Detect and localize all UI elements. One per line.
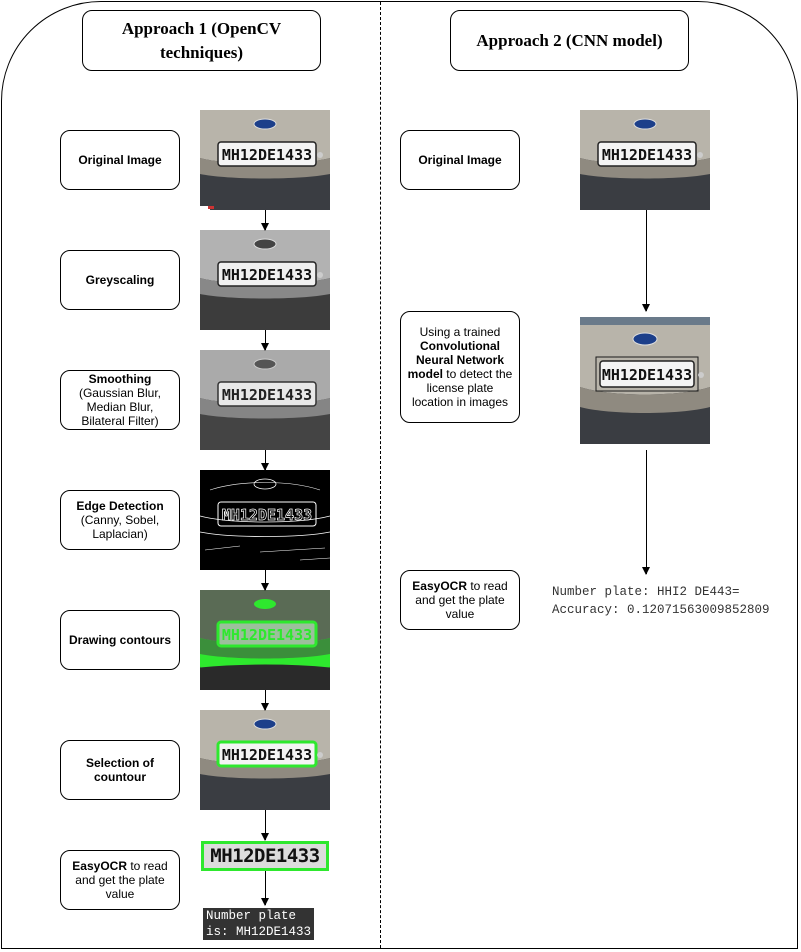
a2-step-ocr-label: EasyOCR (412, 579, 467, 593)
a1-image-smoothed: MH12DE1433 (200, 350, 330, 450)
a2-step-cnn-post: to detect the license plate location in … (411, 367, 513, 409)
a1-cropped-plate-text: MH12DE1433 (204, 844, 326, 868)
a1-arrow-4 (261, 570, 269, 591)
a1-arrow-2 (261, 330, 269, 351)
approach2-header: Approach 2 (CNN model) (450, 10, 689, 71)
a2-step-ocr: EasyOCR to read and get the plate value (400, 570, 520, 630)
a1-plate-text-4: MH12DE1433 (222, 506, 312, 524)
a2-step-cnn-bold: Convolutional Neural Network model (407, 339, 505, 381)
a1-image-selection: MH12DE1433 (200, 710, 330, 810)
a1-step-edge-detail: (Canny, Sobel, Laplacian) (80, 513, 160, 541)
a1-result-line1: Number plate (206, 909, 297, 923)
a2-step-cnn: Using a trained Convolutional Neural Net… (400, 311, 520, 423)
a1-step-smoothing-label: Smoothing (88, 372, 152, 386)
a2-step-original-label: Original Image (418, 153, 502, 167)
a1-arrow-5 (261, 690, 269, 711)
column-divider (380, 2, 381, 948)
a1-step-selection-label: Selection of countour (85, 756, 154, 784)
a2-result-line1: Number plate: HHI2 DE443= (552, 585, 740, 599)
a1-result: Number plate is: MH12DE1433 (203, 908, 315, 940)
a1-result-line2: is: MH12DE1433 (206, 925, 312, 939)
a1-step-edge: Edge Detection(Canny, Sobel, Laplacian) (60, 490, 180, 550)
a1-arrow-3 (261, 450, 269, 471)
a2-step-original: Original Image (400, 130, 520, 190)
a1-arrow-1 (261, 210, 269, 231)
a1-step-smoothing: Smoothing(Gaussian Blur, Median Blur, Bi… (60, 370, 180, 430)
a1-image-greyscale: MH12DE1433 (200, 230, 330, 330)
a2-plate-text-2: MH12DE1433 (602, 366, 692, 384)
a1-arrow-6 (261, 810, 269, 841)
a2-step-ocr-detail: to read and get the plate value (415, 579, 508, 621)
a1-plate-text-3: MH12DE1433 (222, 386, 312, 404)
a1-step-contours: Drawing contours (60, 610, 180, 670)
a2-step-cnn-pre: Using a trained (419, 325, 501, 339)
a1-cropped-plate: MH12DE1433 (201, 841, 329, 871)
a1-arrow-7 (261, 871, 269, 906)
a1-step-ocr: EasyOCR to read and get the plate value (60, 850, 180, 910)
a2-image-original: MH12DE1433 (580, 110, 710, 210)
a1-step-edge-label: Edge Detection (76, 499, 164, 513)
a1-step-selection: Selection of countour (60, 740, 180, 800)
a1-step-greyscale: Greyscaling (60, 250, 180, 310)
a1-step-ocr-detail: to read and get the plate value (75, 859, 168, 901)
a1-image-contours: MH12DE1433 (200, 590, 330, 690)
a2-arrow-2 (642, 450, 650, 575)
a1-step-original-label: Original Image (78, 153, 162, 167)
a1-step-contours-label: Drawing contours (68, 633, 171, 647)
a1-plate-text-2: MH12DE1433 (222, 266, 312, 284)
approach1-header: Approach 1 (OpenCV techniques) (82, 10, 321, 71)
a1-image-edges: MH12DE1433 (200, 470, 330, 570)
a2-result-line2: Accuracy: 0.12071563009852809 (552, 603, 770, 617)
approach1-title: Approach 1 (OpenCV techniques) (121, 18, 282, 62)
a2-arrow-1 (642, 210, 650, 312)
a2-result: Number plate: HHI2 DE443= Accuracy: 0.12… (552, 583, 770, 619)
a1-plate-text-1: MH12DE1433 (222, 146, 312, 164)
a1-step-ocr-label: EasyOCR (72, 859, 127, 873)
approach2-title: Approach 2 (CNN model) (476, 30, 663, 50)
a1-step-smoothing-detail: (Gaussian Blur, Median Blur, Bilateral F… (78, 386, 162, 428)
a1-plate-text-5: MH12DE1433 (222, 626, 312, 644)
a2-plate-text-1: MH12DE1433 (602, 146, 692, 164)
a1-plate-text-6: MH12DE1433 (222, 746, 312, 764)
a2-image-detected: MH12DE1433 (580, 317, 710, 444)
a1-step-greyscale-label: Greyscaling (85, 273, 155, 287)
a1-image-original: MH12DE1433 (200, 110, 330, 210)
a1-step-original: Original Image (60, 130, 180, 190)
